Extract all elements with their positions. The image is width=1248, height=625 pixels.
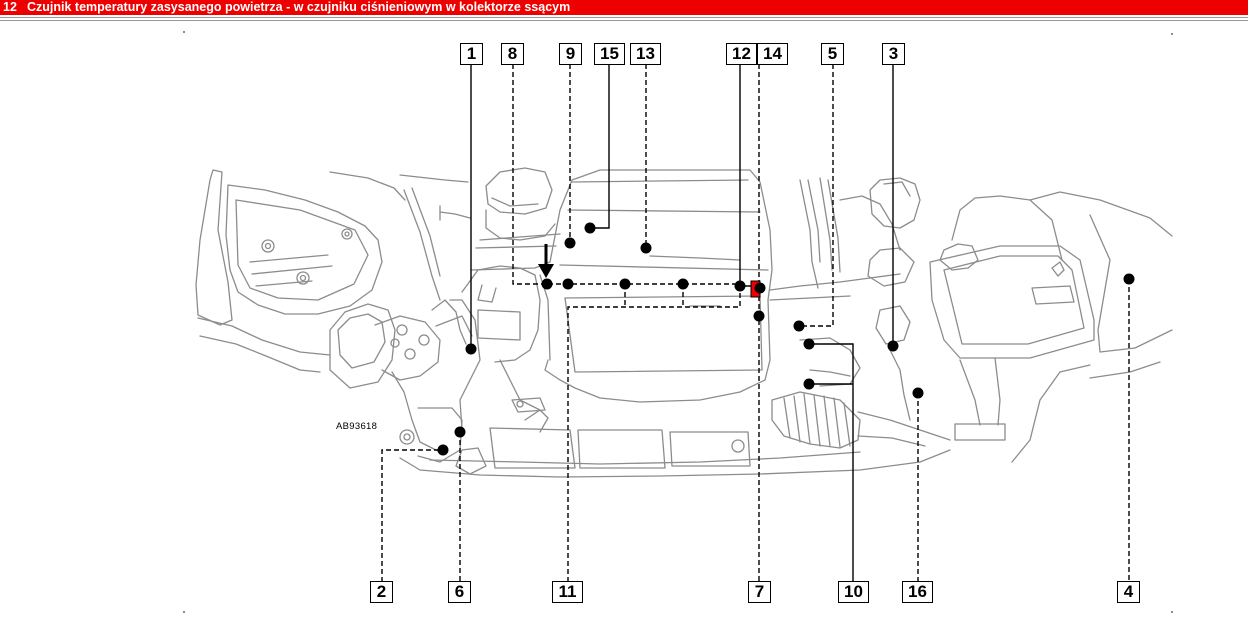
section-number: 12 <box>3 0 17 14</box>
callout-label-1: 1 <box>460 43 483 65</box>
callout-label-13: 13 <box>630 43 661 65</box>
title-bar: 12 Czujnik temperatury zasysanego powietr… <box>0 0 1248 15</box>
callout-points <box>437 222 1135 456</box>
callout-label-2: 2 <box>370 581 393 603</box>
engine-illustration <box>195 167 1173 478</box>
callout-label-7: 7 <box>748 581 771 603</box>
callout-label-12: 12 <box>726 43 757 65</box>
header-rule-bottom <box>0 20 1248 21</box>
figure-reference: AB93618 <box>336 421 378 432</box>
leader-lines <box>381 64 1130 582</box>
callout-label-5: 5 <box>821 43 844 65</box>
header-rule-top <box>0 17 1248 18</box>
callout-label-16: 16 <box>902 581 933 603</box>
callout-label-6: 6 <box>448 581 471 603</box>
section-title: Czujnik temperatury zasysanego powietrza… <box>27 0 571 14</box>
callout-label-8: 8 <box>501 43 524 65</box>
callout-label-11: 11 <box>552 581 583 603</box>
callout-label-9: 9 <box>559 43 582 65</box>
callout-label-14: 14 <box>757 43 788 65</box>
callout-label-15: 15 <box>594 43 625 65</box>
callout-label-10: 10 <box>838 581 869 603</box>
callout-label-4: 4 <box>1117 581 1140 603</box>
arrow-pointer <box>538 244 554 278</box>
registration-marks <box>183 31 1173 613</box>
callout-label-3: 3 <box>882 43 905 65</box>
